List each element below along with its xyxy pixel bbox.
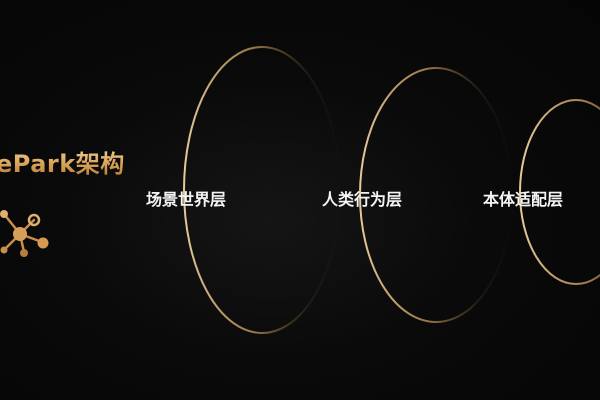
molecule-icon bbox=[0, 210, 49, 257]
slide-title: ePark架构 bbox=[0, 144, 125, 179]
ring-scene-world bbox=[183, 46, 341, 334]
ring-human-behavior bbox=[359, 67, 513, 323]
ring-ontology-adapter bbox=[519, 99, 600, 285]
layer-label-ontology-adapter: 本体适配层 bbox=[482, 190, 564, 209]
layer-label-human-behavior: 人类行为层 bbox=[321, 190, 403, 209]
layer-label-scene-world: 场景世界层 bbox=[145, 190, 227, 209]
